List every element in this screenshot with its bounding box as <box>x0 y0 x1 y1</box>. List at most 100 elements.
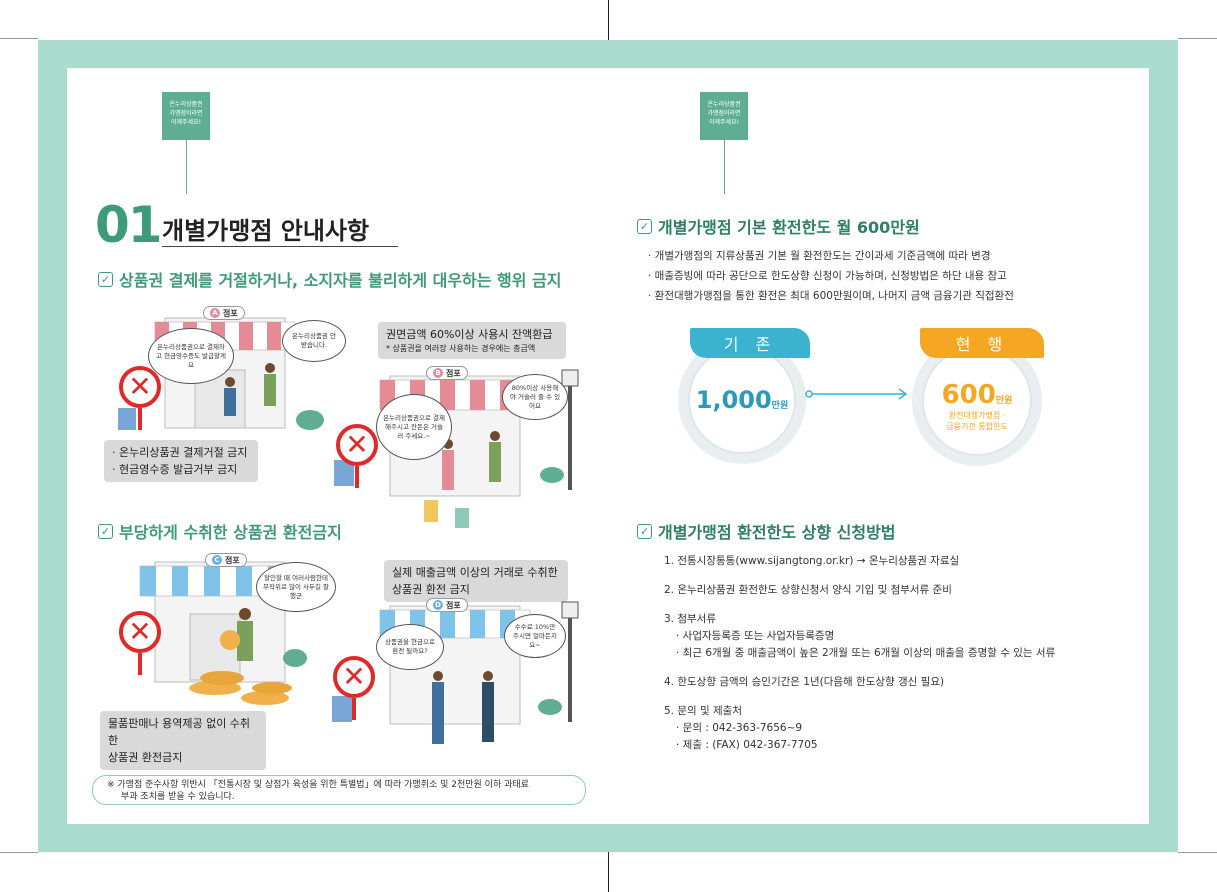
refund-rule-note: * 상품권을 여러장 사용하는 경우에는 총금액 <box>386 344 536 353</box>
step-item: 1. 전통시장통통(www.sijangtong.or.kr) → 온누리상품권… <box>664 555 960 567</box>
tag-line-stem <box>186 140 187 194</box>
rules-box-c: 물품판매나 용역제공 없이 수취한 상품권 환전금지 <box>100 711 266 770</box>
right-tag: 온누리상품권 가맹점이라면 이제주세요! <box>700 92 748 140</box>
step-item: 5. 문의 및 제출처 · 문의 : 042-363-7656~9 · 제출 :… <box>664 703 1055 754</box>
tag-line-stem <box>724 140 725 194</box>
after-note-line: 금융기관 통합한도 <box>946 422 1008 431</box>
step-item: 3. 첨부서류 · 사업자등록증 또는 사업자등록증명 · 최근 6개월 중 매… <box>664 611 1055 662</box>
rules-box-a: · 온누리상품권 결제거절 금지 · 현금영수증 발급거부 금지 <box>104 440 258 482</box>
rule-item: 실제 매출금액 이상의 거래로 수취한 <box>392 566 558 579</box>
after-unit: 만원 <box>995 396 1013 406</box>
store-sign-text: 점포 <box>446 600 461 610</box>
store-badge: B <box>433 368 443 378</box>
heading-apply: ✓ 개별가맹점 환전한도 상향 신청방법 <box>637 519 896 543</box>
crop-mark <box>0 38 38 39</box>
prohibit-pole <box>138 408 142 430</box>
prohibit-icon: ✕ <box>333 656 375 720</box>
heading-text: 개별가맹점 기본 환전한도 월 600만원 <box>658 218 920 237</box>
crop-mark <box>1178 38 1217 39</box>
store-badge: A <box>210 308 220 318</box>
bullet-item: · 개별가맹점의 지류상품권 기본 월 환전한도는 간이과세 기준금액에 따라 … <box>648 250 991 262</box>
arrow-right-icon <box>805 388 908 400</box>
section-number: 01 <box>95 196 163 254</box>
before-unit: 만원 <box>771 401 789 411</box>
after-note: 환전대행가맹점 · 금융기관 통합한도 <box>946 410 1007 432</box>
after-banner: 현 행 <box>920 328 1044 358</box>
heading-refusal: ✓ 상품권 결제를 거절하거나, 소지자를 불리하게 대우하는 행위 금지 <box>98 267 562 291</box>
store-sign-text: 점포 <box>446 368 461 378</box>
after-circle-inner: 600만원 환전대행가맹점 · 금융기관 통합한도 <box>922 346 1032 456</box>
bubble-clerk-d: 수수료 10%만 주시면 얼마든지요~ <box>504 614 566 658</box>
bubble-c: 할인할 때 여러사람한테 무작위로 많이 사두길 잘했군 <box>256 562 336 612</box>
heading-limit: ✓ 개별가맹점 기본 환전한도 월 600만원 <box>637 214 920 238</box>
heading-text: 부당하게 수취한 상품권 환전금지 <box>119 523 342 542</box>
note-line: ※ 가맹점 준수사항 위반시 「전통시장 및 상점가 육성을 위한 특별법」에 … <box>107 780 529 790</box>
store-sign-text: 점포 <box>225 555 240 565</box>
after-amount: 600 <box>941 380 996 410</box>
store-b-sign: B 점포 <box>426 366 468 380</box>
store-sign-text: 점포 <box>223 308 238 318</box>
bubble-customer-d: 상품권을 현금으로 환전 될까요? <box>376 624 444 670</box>
tag-line: 이제주세요! <box>708 119 739 126</box>
prohibit-circle: ✕ <box>333 656 375 698</box>
crop-mark <box>1178 852 1217 853</box>
step-title: 3. 첨부서류 <box>664 613 716 625</box>
checkbox-icon: ✓ <box>637 523 652 539</box>
rule-item: 물품판매나 용역제공 없이 수취한 <box>108 717 251 747</box>
prohibit-circle: ✕ <box>336 424 378 466</box>
refund-rule: 권면금액 60%이상 사용시 잔액환급 <box>386 328 553 341</box>
after-amount-row: 600만원 <box>942 380 1013 410</box>
step-sub: · 최근 6개월 중 매출금액이 높은 2개월 또는 6개월 이상의 매출을 증… <box>676 647 1056 659</box>
contact-fax: · 제출 : (FAX) 042-367-7705 <box>676 739 818 751</box>
store-a-sign: A 점포 <box>203 306 245 320</box>
prohibit-icon: ✕ <box>119 611 161 675</box>
note-line: 부과 조치를 받을 수 있습니다. <box>121 792 235 802</box>
heading-text: 개별가맹점 환전한도 상향 신청방법 <box>658 523 896 542</box>
left-tag: 온누리상품권 가맹점이라면 이제주세요! <box>162 92 210 140</box>
penalty-note: ※ 가맹점 준수사항 위반시 「전통시장 및 상점가 육성을 위한 특별법」에 … <box>92 775 586 805</box>
store-badge: C <box>212 555 222 565</box>
tag-line: 가맹점이라면 <box>707 110 741 117</box>
bubble-clerk-b: 80%이상 사용해야 거슬러 줄 수 있어요 <box>502 374 568 420</box>
checkbox-icon: ✓ <box>637 218 652 234</box>
after-note-line: 환전대행가맹점 · <box>948 411 1006 420</box>
prohibit-circle: ✕ <box>119 366 161 408</box>
rule-item: 상품권 환전금지 <box>108 751 183 764</box>
crop-mark <box>0 852 38 853</box>
rule-item: · 현금영수증 발급거부 금지 <box>112 463 238 476</box>
crop-mark <box>608 852 609 892</box>
store-d-sign: D 점포 <box>426 598 468 612</box>
store-badge: D <box>433 600 443 610</box>
title-underline <box>162 246 398 247</box>
checkbox-icon: ✓ <box>98 271 113 287</box>
apply-steps: 1. 전통시장통통(www.sijangtong.or.kr) → 온누리상품권… <box>664 553 1055 766</box>
crop-mark <box>608 0 609 40</box>
contact-phone: · 문의 : 042-363-7656~9 <box>676 722 803 734</box>
tag-line: 온누리상품권 <box>169 101 203 108</box>
refund-rule-box: 권면금액 60%이상 사용시 잔액환급 * 상품권을 여러장 사용하는 경우에는… <box>378 322 566 359</box>
heading-text: 상품권 결제를 거절하거나, 소지자를 불리하게 대우하는 행위 금지 <box>119 271 562 290</box>
bullet-item: · 매출증빙에 따라 공단으로 한도상향 신청이 가능하며, 신청방법은 하단 … <box>648 270 1007 282</box>
rule-item: · 온누리상품권 결제거절 금지 <box>112 446 248 459</box>
prohibit-icon: ✕ <box>119 366 161 430</box>
limit-bullets: · 개별가맹점의 지류상품권 기본 월 환전한도는 간이과세 기준금액에 따라 … <box>648 246 1014 306</box>
prohibit-circle: ✕ <box>119 611 161 653</box>
tag-line: 이제주세요! <box>170 119 201 126</box>
bubble-clerk-a: 온누리상품권 안 받습니다. <box>282 320 346 362</box>
before-amount: 1,000 <box>695 386 772 414</box>
store-c-sign: C 점포 <box>205 553 247 567</box>
bubble-customer-b: 온누리상품권으로 결제해주시고 잔돈은 거슬러 주세요.~ <box>376 394 452 460</box>
step-title: 5. 문의 및 제출처 <box>664 705 742 717</box>
before-amount-row: 1,000만원 <box>696 386 788 414</box>
step-item: 4. 한도상향 금액의 승인기간은 1년(다음해 한도상향 갱신 필요) <box>664 676 945 688</box>
prohibit-icon: ✕ <box>336 424 378 488</box>
prohibit-pole <box>138 653 142 675</box>
bullet-item: · 환전대행가맹점을 통한 환전은 최대 600만원이며, 나머지 금액 금융기… <box>648 290 1014 302</box>
section-title: 개별가맹점 안내사항 <box>162 217 370 245</box>
rule-box-d: 실제 매출금액 이상의 거래로 수취한 상품권 환전 금지 <box>384 560 568 602</box>
prohibit-pole <box>352 698 356 720</box>
tag-line: 온누리상품권 <box>707 101 741 108</box>
tag-line: 가맹점이라면 <box>169 110 203 117</box>
step-item: 2. 온누리상품권 환전한도 상향신청서 양식 기입 및 첨부서류 준비 <box>664 584 952 596</box>
before-banner: 기 존 <box>690 328 810 358</box>
